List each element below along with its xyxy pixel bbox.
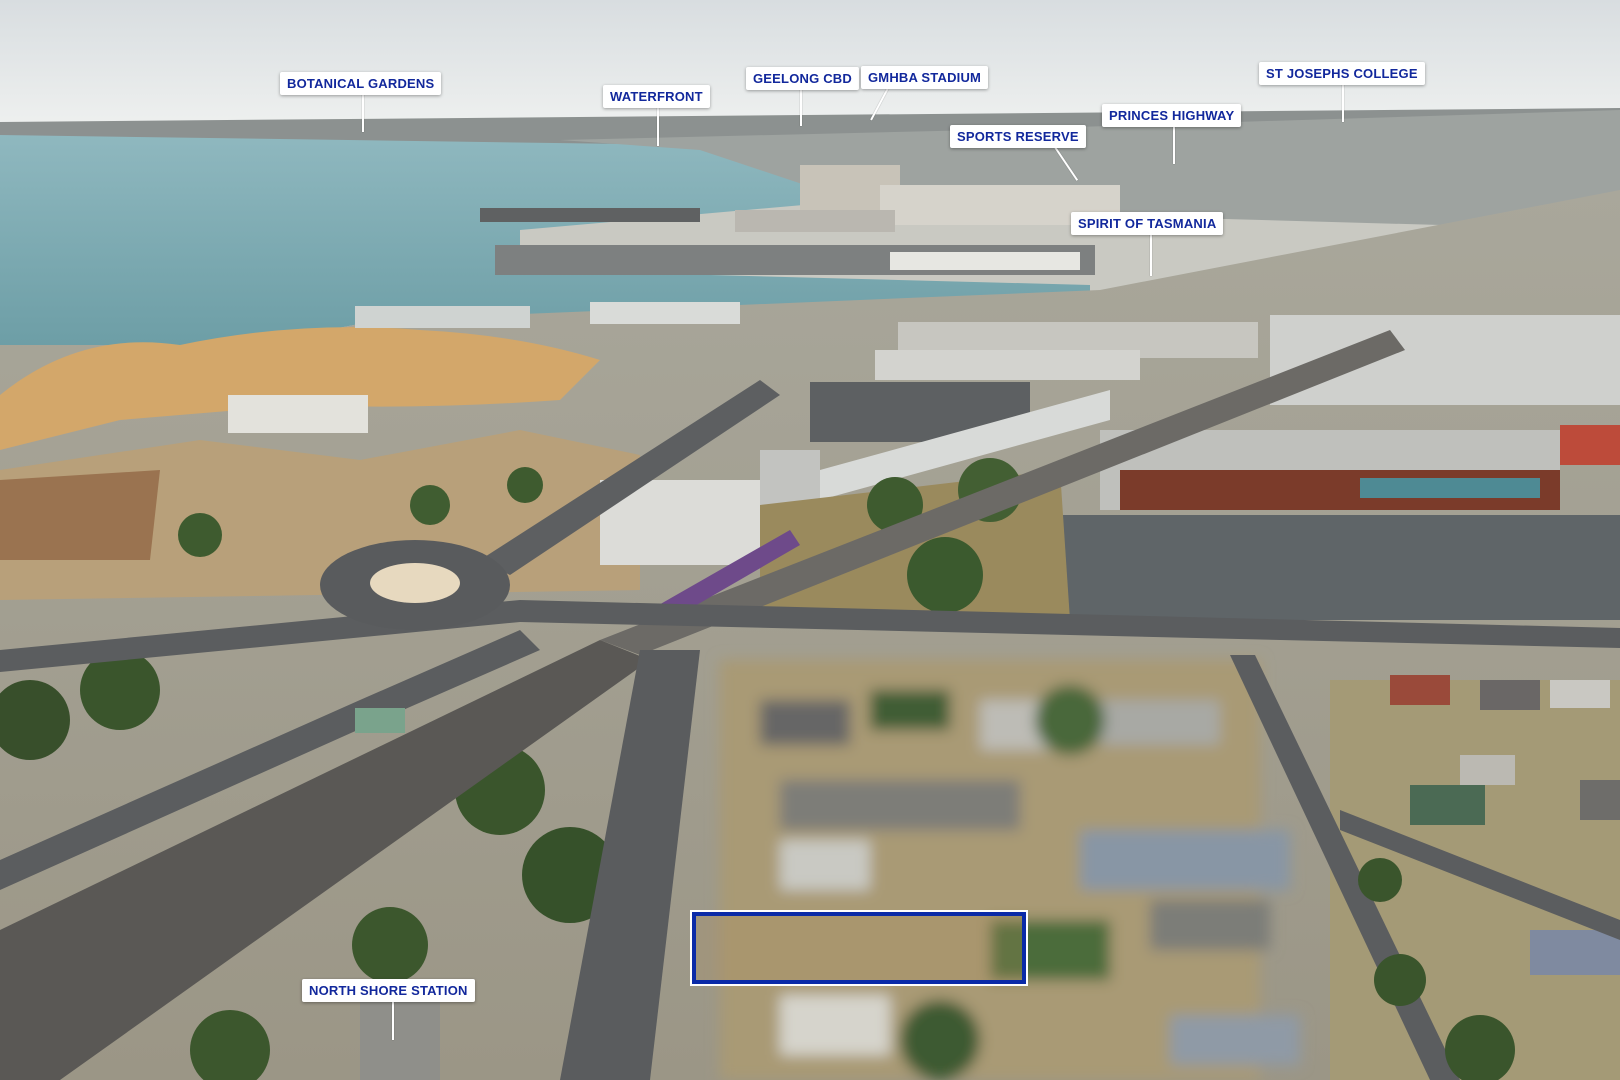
blurred-houses: [720, 660, 1300, 1080]
label-sports-reserve: SPORTS RESERVE: [950, 125, 1086, 148]
leader-line: [657, 106, 659, 146]
railway: [600, 330, 1405, 655]
label-geelong-cbd: GEELONG CBD: [746, 67, 859, 90]
label-botanical-gardens: BOTANICAL GARDENS: [280, 72, 442, 95]
city-skyline: [560, 110, 1620, 230]
leader-line: [800, 86, 802, 126]
leader-line: [362, 92, 364, 132]
pier: [480, 208, 700, 222]
leader-line: [1173, 124, 1175, 164]
label-north-shore-station: NORTH SHORE STATION: [302, 979, 475, 1002]
label-gmhba-stadium: GMHBA STADIUM: [861, 66, 989, 89]
label-st-josephs-college: ST JOSEPHS COLLEGE: [1259, 62, 1425, 85]
station-platform: [360, 995, 440, 1080]
label-spirit-of-tasmania: SPIRIT OF TASMANIA: [1071, 212, 1224, 235]
label-waterfront: WATERFRONT: [603, 85, 710, 108]
car-park: [1060, 515, 1620, 620]
highlighted-lot-outline: [692, 912, 1026, 984]
leader-line: [1150, 232, 1152, 276]
woodchip-piles: [0, 327, 600, 450]
leader-line: [1342, 84, 1344, 122]
label-princes-highway: PRINCES HIGHWAY: [1102, 104, 1242, 127]
leader-line: [392, 1000, 394, 1040]
